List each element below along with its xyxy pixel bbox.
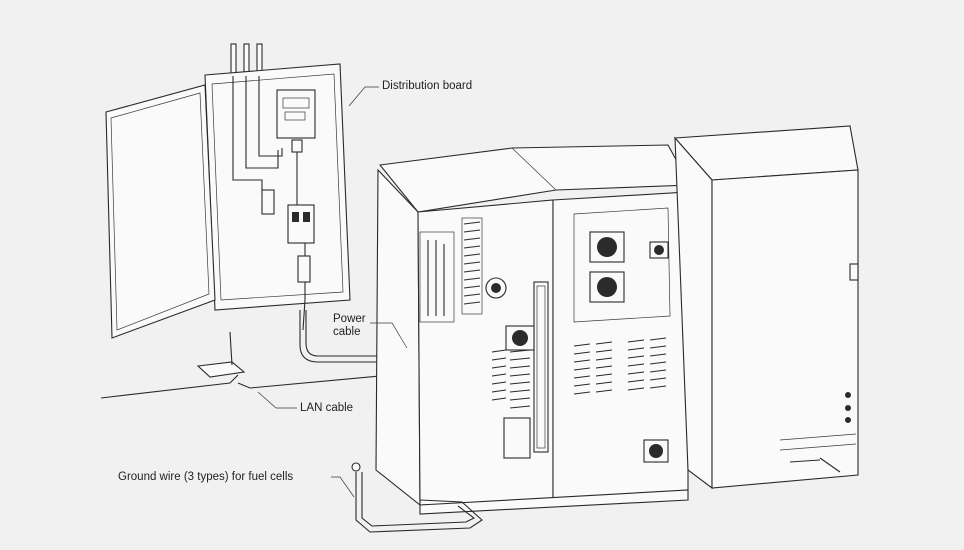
power-cable-label-line1: Power [333,313,366,325]
breaker-meter [276,89,316,139]
second-unit [673,125,859,490]
bellows-duct [491,349,531,459]
vent-grill [461,217,483,315]
power-cable-label: Power cable [333,313,366,339]
lan-cable-label: LAN cable [300,402,354,414]
board-door [105,84,216,339]
breaker [287,204,315,244]
vent-grill [573,337,667,395]
leader-lines [257,86,408,498]
ground-wire-label: Ground wire (3 types) for fuel cells [118,471,294,483]
distribution-board [105,43,351,339]
ground-wire [355,472,483,533]
distribution-board-label: Distribution board [382,80,473,92]
fuel-cell-unit [375,144,691,515]
power-cable-label-line2: cable [333,326,361,338]
